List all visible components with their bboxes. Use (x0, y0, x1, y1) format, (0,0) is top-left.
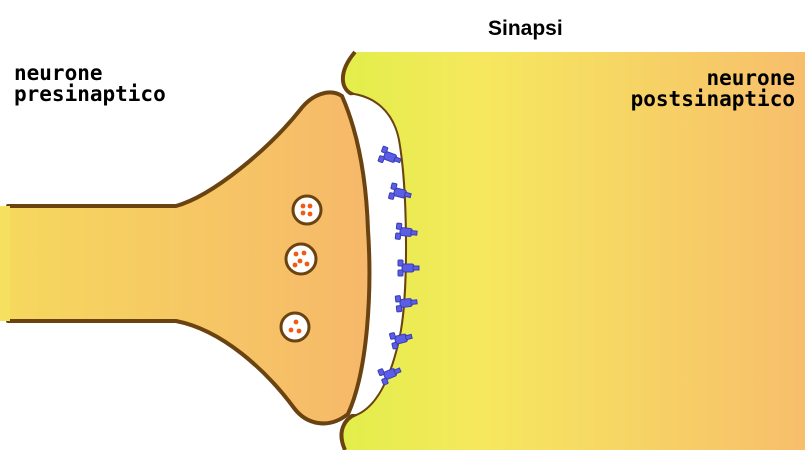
presynaptic-label: neurone presinaptico (14, 63, 166, 105)
neurotransmitter-dot (301, 204, 306, 209)
vesicle (293, 196, 321, 224)
neurotransmitter-dot (305, 262, 310, 267)
neurotransmitter-dot (289, 328, 294, 333)
diagram-title: Sinapsi (488, 17, 608, 41)
neurotransmitter-dot (297, 329, 302, 334)
postsynaptic-label: neurone postsinaptico (631, 68, 795, 110)
neurotransmitter-dot (308, 212, 313, 217)
vesicle (281, 313, 309, 341)
neurotransmitter-dot (298, 259, 303, 264)
postsynaptic-label-line1: neurone (631, 68, 795, 89)
neurotransmitter-dot (294, 320, 299, 325)
axon-left-edge (0, 206, 10, 321)
neurotransmitter-dot (302, 251, 307, 256)
presynaptic-label-line1: neurone (14, 63, 166, 84)
postsynaptic-label-line2: postsinaptico (631, 89, 795, 110)
postsynaptic-neuron (341, 52, 805, 450)
neurotransmitter-dot (308, 204, 313, 209)
vesicle (286, 244, 316, 274)
neurotransmitter-dot (293, 263, 298, 268)
neurotransmitter-dot (294, 252, 299, 257)
neurotransmitter-dot (301, 211, 306, 216)
presynaptic-label-line2: presinaptico (14, 84, 166, 105)
